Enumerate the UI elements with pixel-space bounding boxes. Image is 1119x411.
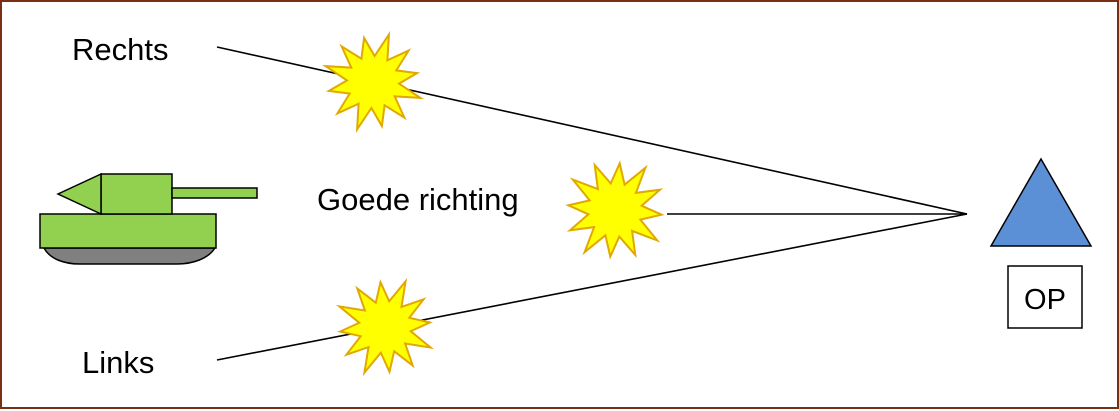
triangle-icon	[989, 157, 1093, 247]
label-right: Rechts	[72, 32, 168, 67]
explosion-burst-icon	[335, 277, 435, 377]
tank-turret-front	[56, 172, 102, 216]
observation-post-box	[1007, 265, 1083, 329]
label-center: Goede richting	[317, 182, 519, 217]
tank-hull	[39, 213, 217, 249]
line-left	[216, 213, 968, 361]
tank-tracks	[42, 247, 217, 265]
tank-turret	[100, 173, 173, 215]
observation-post-label: OP	[1024, 284, 1066, 316]
explosion-burst-icon	[565, 160, 665, 260]
explosion-burst-icon	[321, 30, 425, 134]
tank-barrel	[171, 187, 258, 199]
tank-icon	[39, 172, 258, 265]
label-left: Links	[82, 345, 154, 380]
